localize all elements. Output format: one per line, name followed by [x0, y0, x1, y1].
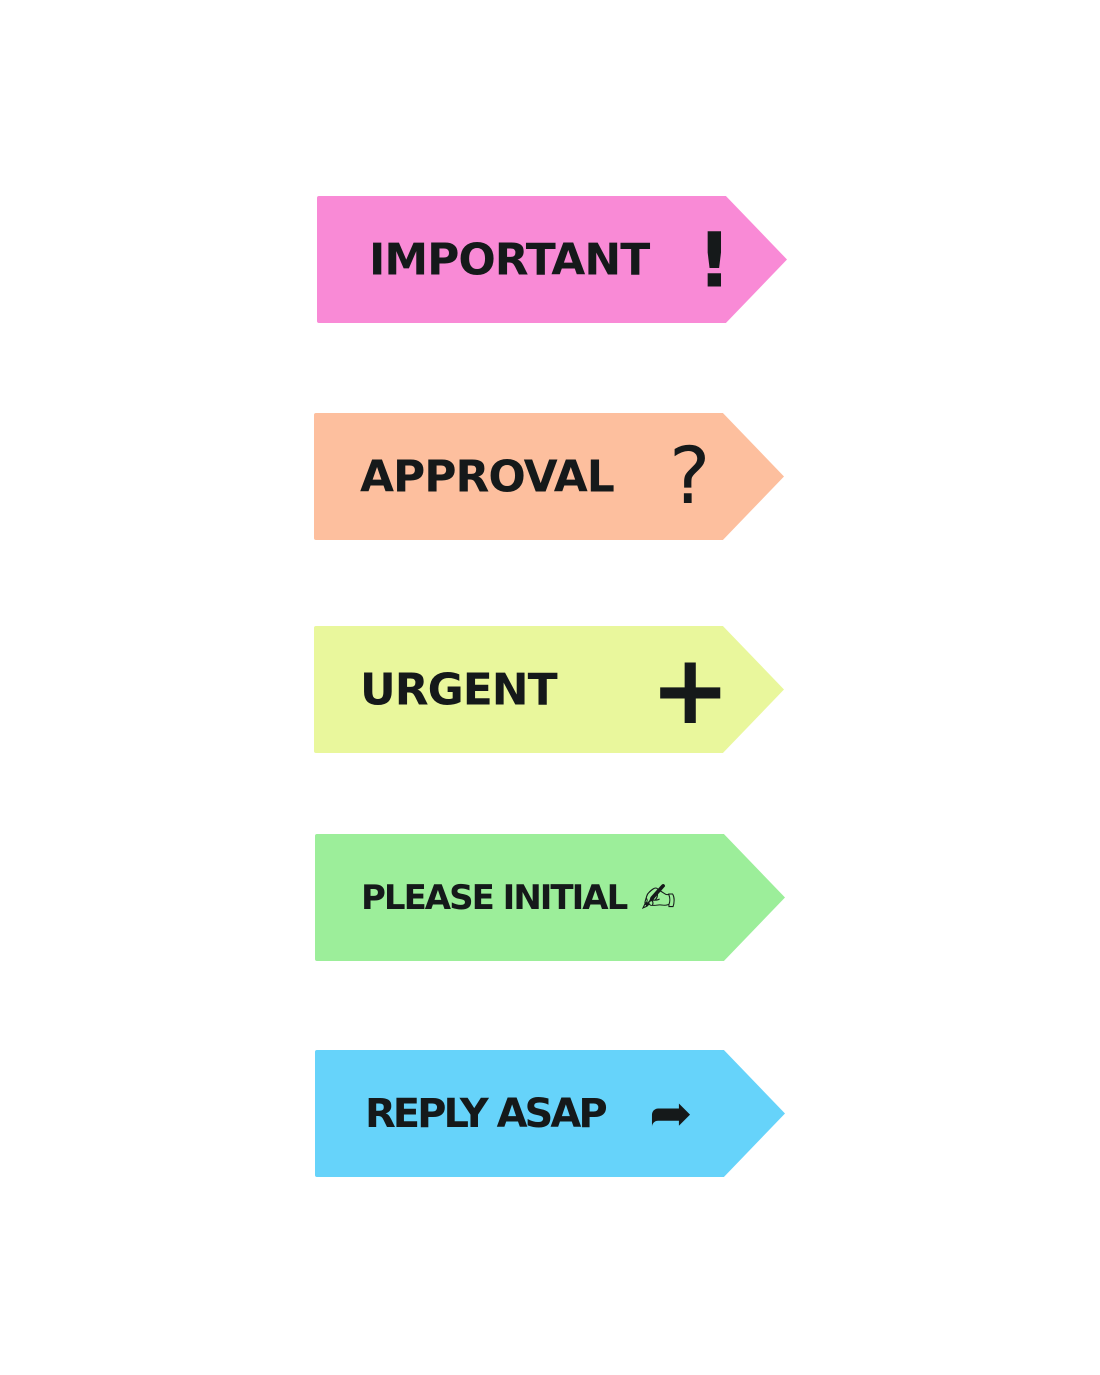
flag-label: PLEASE INITIAL	[361, 877, 628, 918]
flag-label: APPROVAL	[360, 451, 615, 502]
writing-hand-icon: ✍	[641, 873, 677, 922]
exclamation-icon: !	[697, 215, 732, 304]
flag-reply-asap: REPLY ASAP ➦	[315, 1050, 785, 1177]
flag-label: REPLY ASAP	[365, 1090, 608, 1137]
flag-important: IMPORTANT !	[317, 196, 787, 323]
flag-urgent: URGENT +	[314, 626, 784, 753]
arrow-forward-icon: ➦	[649, 1083, 693, 1144]
question-icon: ?	[669, 431, 711, 522]
plus-icon: +	[650, 633, 731, 746]
flag-please-initial: PLEASE INITIAL ✍	[315, 834, 785, 961]
flag-label: IMPORTANT	[369, 234, 650, 285]
flag-approval: APPROVAL ?	[314, 413, 784, 540]
flag-label: URGENT	[360, 664, 558, 715]
